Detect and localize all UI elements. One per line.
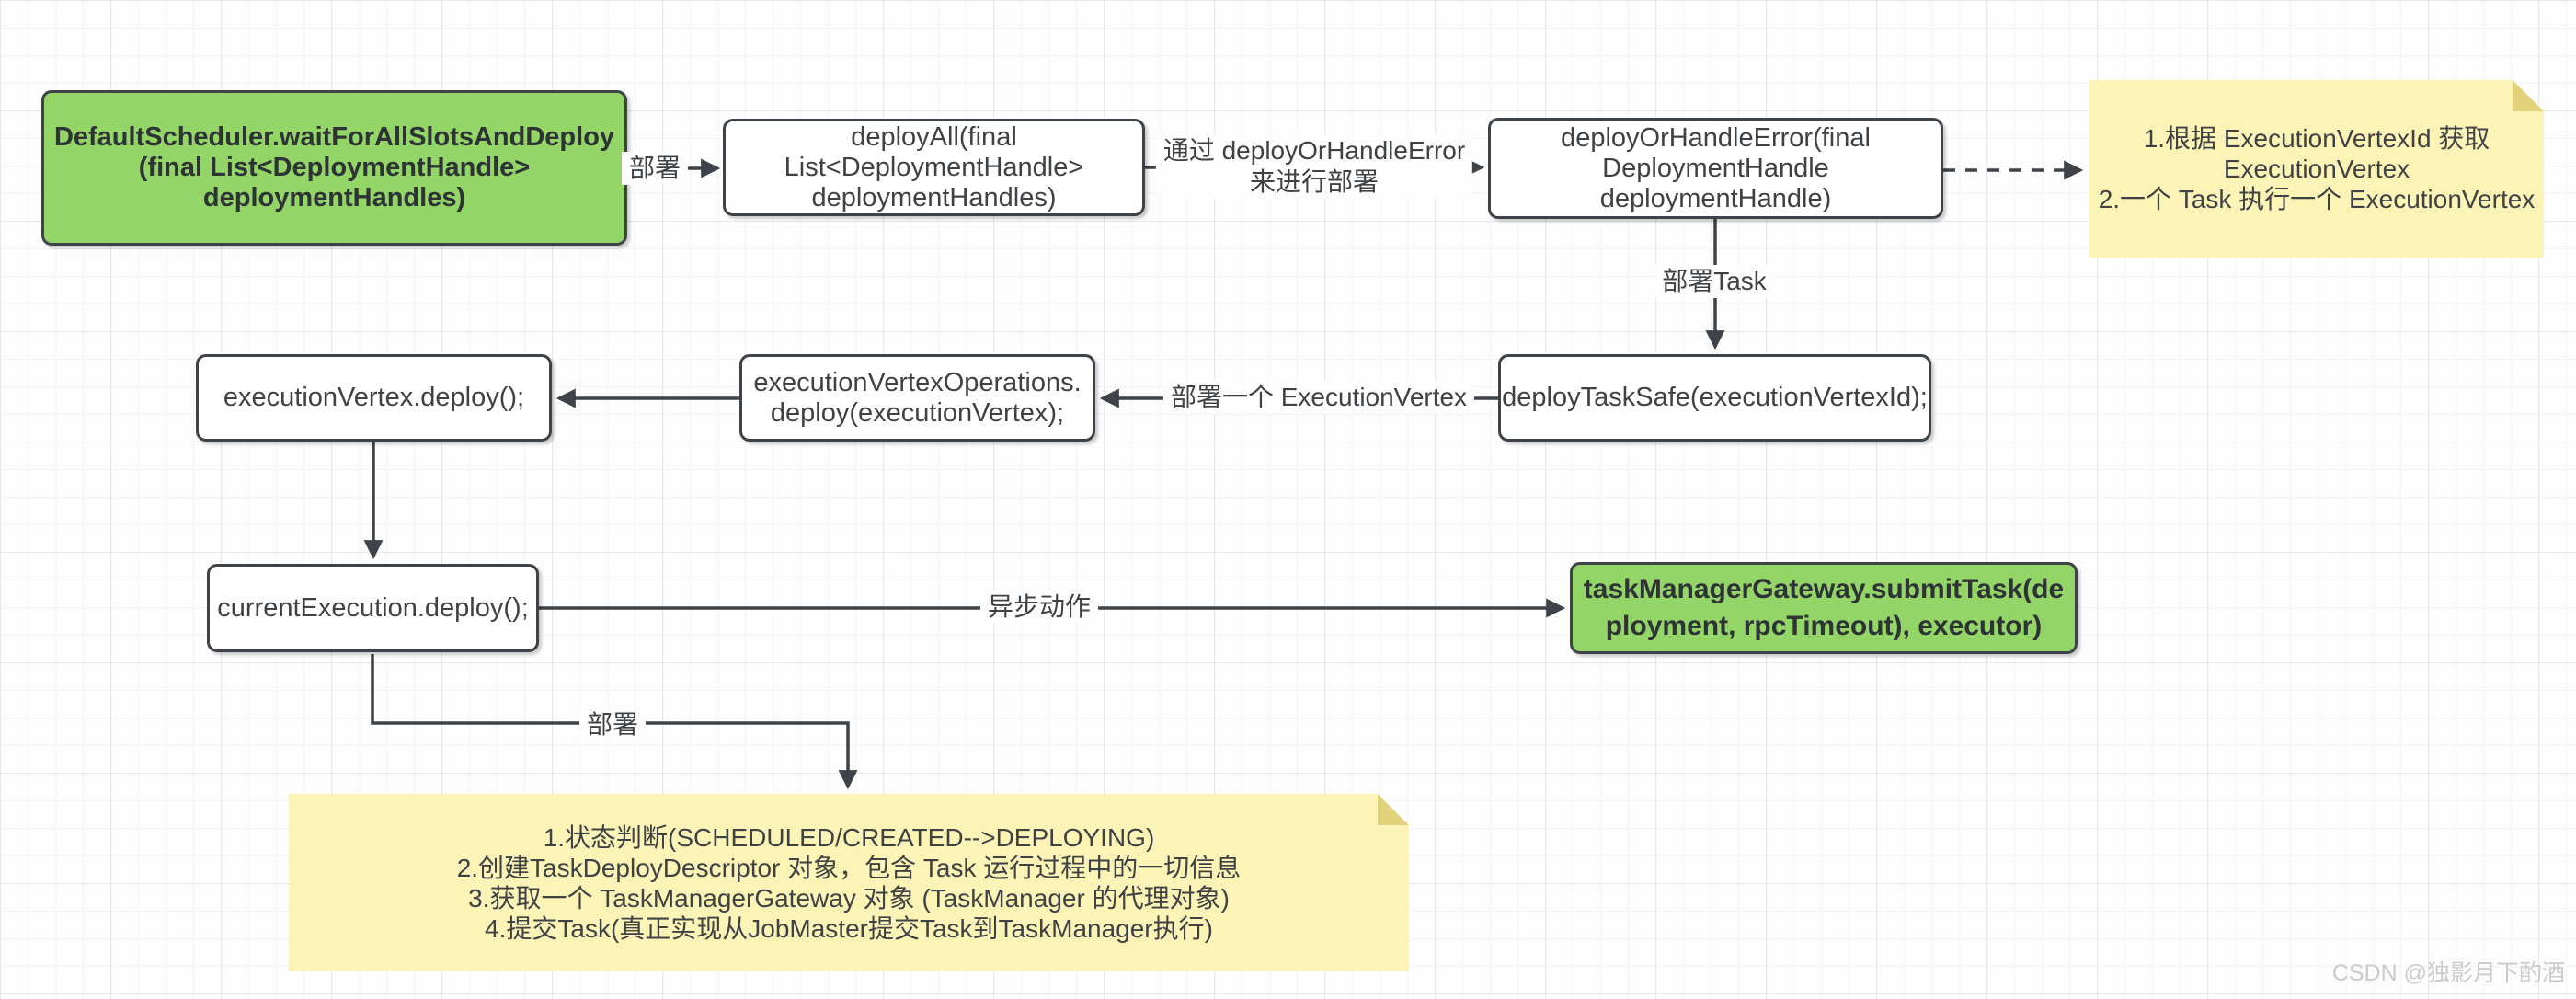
node-deploy-task-safe: deployTaskSafe(executionVertexId);: [1498, 354, 1931, 442]
edge-label-via-deploy-or-handle-error: 通过 deployOrHandleError 来进行部署: [1155, 134, 1473, 199]
note-execution-vertex-text: 1.根据 ExecutionVertexId 获取 ExecutionVerte…: [2098, 124, 2536, 213]
node-deploy-or-handle-error: deployOrHandleError(final DeploymentHand…: [1488, 118, 1943, 219]
node-execution-vertex-operations: executionVertexOperations. deploy(execut…: [739, 354, 1095, 442]
node-current-execution-deploy: currentExecution.deploy();: [207, 564, 539, 652]
note-deploy-detail-text: 1.状态判断(SCHEDULED/CREATED-->DEPLOYING) 2.…: [456, 822, 1242, 943]
node-submit-task: taskManagerGateway.submitTask(de ploymen…: [1570, 562, 2078, 654]
edge-label-deploy-1: 部署: [621, 152, 689, 185]
edge-label-async-action: 异步动作: [979, 591, 1099, 624]
edge-label-deploy-one-execution-vertex: 部署一个 ExecutionVertex: [1162, 381, 1475, 414]
csdn-watermark: CSDN @独影月下酌酒: [2331, 960, 2565, 986]
edge-label-deploy-2: 部署: [578, 708, 647, 741]
node-execution-vertex-deploy: executionVertex.deploy();: [196, 354, 552, 442]
note-deploy-detail: 1.状态判断(SCHEDULED/CREATED-->DEPLOYING) 2.…: [289, 794, 1409, 971]
node-wait-for-all-slots-and-deploy: DefaultScheduler.waitForAllSlotsAndDeplo…: [41, 90, 627, 246]
edge-label-deploy-task: 部署Task: [1654, 265, 1774, 298]
node-deploy-all: deployAll(final List<DeploymentHandle> d…: [723, 119, 1145, 216]
note-execution-vertex: 1.根据 ExecutionVertexId 获取 ExecutionVerte…: [2089, 80, 2544, 258]
